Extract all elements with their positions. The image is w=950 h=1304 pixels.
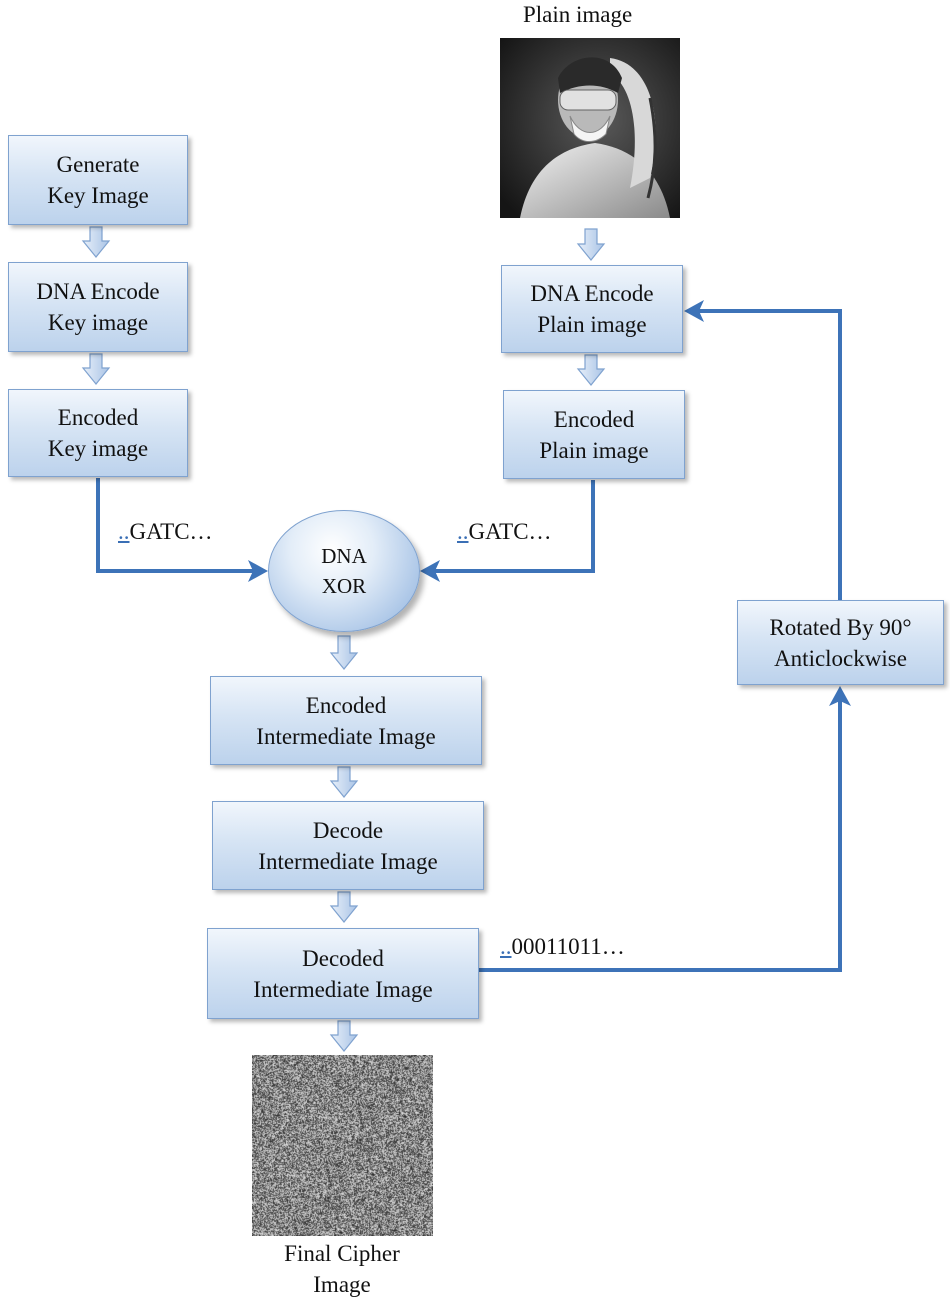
plain-image-photo [500,38,680,218]
rotate-90-anticlockwise-box: Rotated By 90° Anticlockwise [737,600,944,685]
dna-xor-node: DNA XOR [268,510,420,632]
down-arrow-decode-to-decoded [329,891,359,923]
encoded-plain-line-2: Plain image [539,437,649,463]
plain-to-xor-line [434,480,595,573]
encoded-key-image-box: Encoded Key image [8,389,188,477]
arrowhead-key-to-xor [248,560,268,582]
down-arrow-encoded-to-decode [329,766,359,798]
down-arrow-encode-to-encoded [81,353,111,385]
decoded-intermediate-line-1: Decoded [302,945,384,971]
dna-encode-key-image-box: DNA Encode Key image [8,262,188,352]
decoded-intermediate-image-box: Decoded Intermediate Image [207,928,479,1019]
dna-encode-plain-line-1: DNA Encode [530,281,654,306]
binary-sequence-text: 00011011… [511,934,625,959]
down-arrow-decoded-to-final [329,1020,359,1052]
down-arrow-encode-plain-to-encoded [576,354,606,386]
dna-encode-plain-line-2: Plain image [537,312,647,337]
final-cipher-line-2: Image [313,1272,371,1297]
arrowhead-plain-to-xor [420,560,440,582]
down-arrow-xor-to-encoded-intermediate [329,635,359,670]
key-to-xor-line [96,478,254,573]
encoded-intermediate-line-2: Intermediate Image [256,723,436,749]
encoded-plain-image-box: Encoded Plain image [503,390,685,479]
final-cipher-image-label: Final Cipher Image [242,1238,442,1300]
dna-encode-key-line-1: DNA Encode [36,279,160,304]
dna-encode-plain-image-box: DNA Encode Plain image [501,265,683,353]
encoded-intermediate-line-1: Encoded [305,692,387,718]
final-cipher-line-1: Final Cipher [284,1241,400,1266]
plain-sequence-prefix: .. [457,519,469,544]
encoded-plain-line-1: Encoded [553,406,635,432]
arrowhead-to-rotate [829,686,851,706]
key-sequence-text: GATC… [129,519,213,544]
rotate-line-2: Anticlockwise [774,645,907,671]
rotate-line-1: Rotated By 90° [769,614,912,640]
plain-image-label: Plain image [523,2,633,27]
key-dna-sequence-label: ..GATC… [118,519,213,545]
generate-key-image-box: Generate Key Image [8,135,188,225]
decoded-to-rotate-line [479,700,842,972]
decode-intermediate-line-1: Decode [312,817,384,843]
plain-sequence-text: GATC… [468,519,552,544]
key-sequence-prefix: .. [118,519,130,544]
dna-xor-line-1: DNA [321,544,367,568]
plain-dna-sequence-label: ..GATC… [457,519,552,545]
binary-sequence-label: ..00011011… [500,934,625,960]
rotate-to-encode-plain-line [698,309,842,600]
encoded-intermediate-image-box: Encoded Intermediate Image [210,676,482,765]
generate-key-line-2: Key Image [47,183,149,208]
decode-intermediate-line-2: Intermediate Image [258,848,438,874]
arrowhead-to-encode-plain [684,300,704,322]
encoded-key-line-1: Encoded [57,405,139,430]
generate-key-line-1: Generate [56,152,140,177]
binary-sequence-prefix: .. [500,934,512,959]
encoded-key-line-2: Key image [47,436,149,461]
decoded-intermediate-line-2: Intermediate Image [253,976,433,1002]
decode-intermediate-image-box: Decode Intermediate Image [212,801,484,890]
final-cipher-noise-image [252,1055,433,1236]
down-arrow-generate-to-encode [81,226,111,258]
dna-encode-key-line-2: Key image [47,310,149,335]
dna-xor-line-2: XOR [321,574,367,598]
down-arrow-plain-to-encode [576,228,606,261]
